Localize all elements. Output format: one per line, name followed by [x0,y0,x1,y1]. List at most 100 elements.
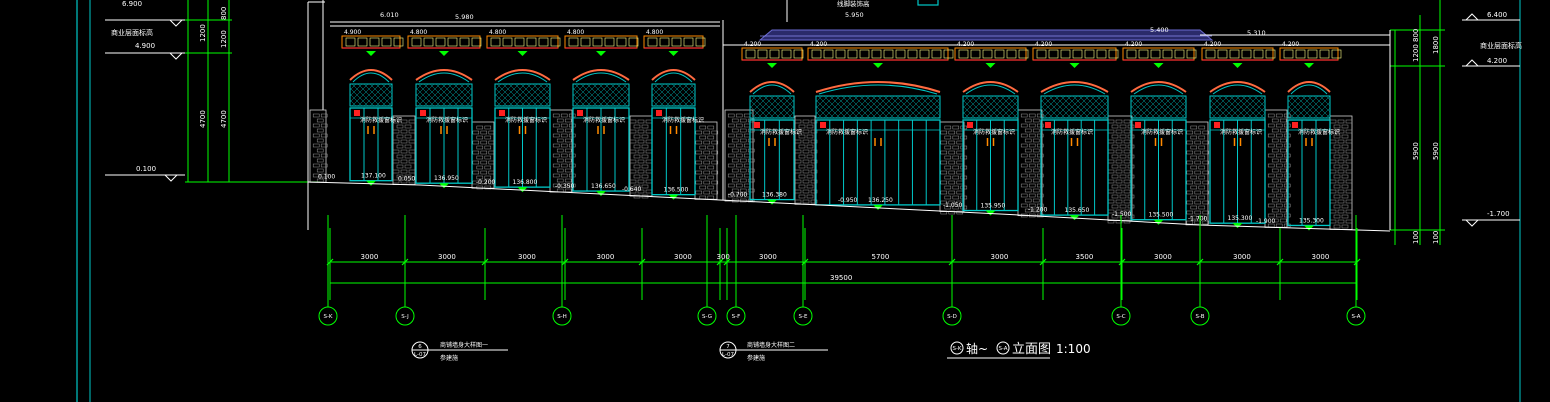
dim-slash [1039,258,1047,266]
ground-level: -1.050 [943,202,963,209]
level-marker [873,63,883,68]
bay-level: 135.650 [1065,207,1090,214]
dim-slash [716,258,724,266]
roof-level: 5.950 [845,11,864,19]
arch [749,81,795,93]
pier-outline [1264,109,1288,228]
facade: 4.900消防救援窗标识137.1004.800消防救援窗标识136.9504.… [309,29,1353,231]
stone-pier [694,121,719,200]
vertical-dim: 4700 [199,110,207,128]
ground-level: -0.640 [622,186,642,193]
bay-level: 135.300 [1228,215,1253,222]
level-text: 6.400 [1487,11,1507,19]
axis-label: S-C [1116,314,1125,320]
ground-level: -0.200 [476,179,496,186]
axis-bubble [697,306,717,326]
rescue-window-label: 消防救援窗标识 [360,116,402,124]
dim-segment: 3500 [1076,253,1094,261]
rescue-window-label: 消防救援窗标识 [662,116,704,124]
title-mid: 轴~ [966,341,988,356]
parapet-level: 4.200 [744,41,761,48]
arch [1130,81,1187,93]
dim-slash [1353,258,1361,266]
rescue-window-icon [577,110,583,116]
vertical-dim: 1800 [1432,36,1440,54]
level-marker [1304,63,1314,68]
arch-glass [1133,84,1184,95]
dim-segment: 3000 [597,253,615,261]
lattice-frame [651,83,696,107]
lattice-frame [1287,95,1331,119]
dim-segment: 3000 [991,253,1009,261]
dim-segment: 3000 [759,253,777,261]
ground-level: -1.900 [1256,218,1276,225]
ground-level: 0.100 [318,173,335,180]
detail-num: 7 [726,344,730,350]
dim-slash [723,258,731,266]
level-marker [596,51,606,56]
vertical-dim: 800 [1412,29,1420,42]
parapet-level: 4.200 [957,41,974,48]
dim-segment: 3000 [1154,253,1172,261]
rescue-window-label: 消防救援窗标识 [826,128,868,136]
pier-outline [549,109,573,193]
ground-line [307,181,1391,232]
rescue-window-icon [656,110,662,116]
lattice-frame [815,95,941,119]
rescue-window-icon [1045,122,1051,128]
title-main: 立面图 [1012,342,1051,357]
parapet-level: 4.200 [1204,41,1221,48]
detail-title: 商铺墙身大样图一 [440,341,488,349]
dim-segment: 300 [717,253,730,261]
arch [651,69,696,81]
bay-level: 135.300 [1299,217,1324,224]
lattice-frame [494,83,551,107]
roof-level: 5.980 [455,13,474,21]
ground-level: -1.700 [1188,215,1208,222]
parapet-level: 4.200 [810,41,827,48]
arch-glass [1043,84,1106,95]
parapet-level: 4.800 [410,29,427,36]
level-marker [1232,63,1243,68]
axis-label: S-B [1195,314,1204,320]
axis-label: S-D [947,314,957,320]
vertical-dim: 1200 [1412,44,1420,62]
ground-level: -0.350 [555,183,575,190]
dim-segment: 3000 [518,253,536,261]
detail-sheet: L-07 [414,352,426,358]
rescue-window-label: 消防救援窗标识 [505,116,547,124]
parapet-level: 4.800 [567,29,584,36]
level-marker [767,63,777,68]
arch [415,69,473,81]
level-text: 4.200 [1487,57,1507,65]
bay-level: 136.250 [868,197,893,204]
title-axis-from: S-K [952,346,961,352]
parapet-level: 4.900 [344,29,361,36]
detail-reference-1: 6 L-07 商铺墙身大样图一 参建施 [411,341,508,362]
arch-glass [497,72,548,83]
axis-label: S-E [799,314,808,320]
arch-glass [352,72,390,83]
detail-reference-2: 7 L-07 商铺墙身大样图二 参建施 [719,341,828,362]
dim-slash [481,258,489,266]
level-text: 0.100 [136,165,156,173]
ground-level: -0.950 [838,197,858,204]
rescue-window-icon [499,110,505,116]
ground-level: -1.200 [1028,207,1048,214]
vertical-dim: 100 [1412,231,1420,244]
lattice-frame [415,83,473,107]
level-marker [439,51,449,56]
stone-pier [1185,121,1210,226]
parapet-level: 4.200 [1125,41,1142,48]
dim-slash [1118,258,1126,266]
arch [815,81,941,93]
arch [1040,81,1109,93]
title-axis-to: S-A [998,346,1007,352]
arch-glass [965,84,1016,95]
